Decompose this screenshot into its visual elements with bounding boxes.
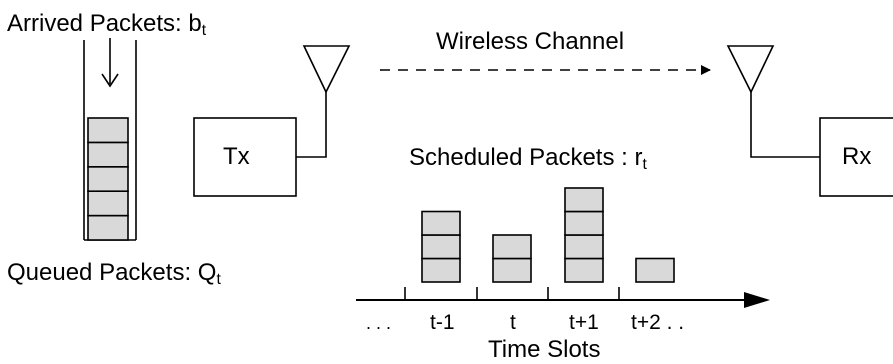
tx-antenna-icon	[302, 45, 351, 94]
tick-label-t-plus-2: t+2 . .	[631, 311, 685, 334]
tx-label: Tx	[223, 143, 250, 170]
scheduled-packet-t+1	[564, 210, 604, 236]
scheduled-packet-t-1	[421, 234, 461, 260]
tick-label-t-plus-1: t+1	[569, 311, 599, 334]
tick-label-ellipsis: . . .	[366, 313, 392, 333]
queued-packets-label: Queued Packets: Qt	[7, 259, 221, 288]
scheduled-packet-t+2	[635, 257, 675, 283]
time-axis-ticks	[404, 287, 620, 300]
scheduled-packet-t+1	[564, 257, 604, 283]
queue-packet	[87, 190, 129, 217]
queue-packet	[87, 214, 129, 241]
scheduled-packet-t+1	[564, 234, 604, 260]
arrived-packets-label: Arrived Packets: bt	[7, 10, 207, 39]
rx-box	[819, 117, 893, 197]
arrival-arrowhead	[101, 73, 119, 88]
rx-label: Rx	[842, 143, 872, 170]
scheduled-packet-stacks	[421, 187, 675, 283]
queue-packet	[87, 166, 129, 193]
wireless-channel-label: Wireless Channel	[436, 28, 625, 55]
rx-antenna-feed	[750, 92, 820, 158]
queue-packet	[87, 117, 129, 144]
scheduled-packet-t	[492, 257, 532, 283]
rx-antenna-icon	[726, 45, 775, 94]
time-axis-arrowhead	[744, 292, 770, 308]
tx-box	[193, 117, 297, 197]
tx-antenna-feed	[296, 92, 327, 158]
scheduled-packet-t+1	[564, 187, 604, 213]
scheduled-packet-t-1	[421, 257, 461, 283]
tick-label-t: t	[510, 311, 516, 334]
tick-label-t-minus-1: t-1	[430, 311, 455, 334]
scheduled-packets-label: Scheduled Packets : rt	[409, 144, 647, 173]
queue-packet	[87, 141, 129, 168]
time-slots-label: Time Slots	[488, 336, 601, 363]
scheduled-packet-t	[492, 234, 532, 260]
scheduled-packet-t-1	[421, 210, 461, 236]
queue-packets	[87, 117, 129, 241]
